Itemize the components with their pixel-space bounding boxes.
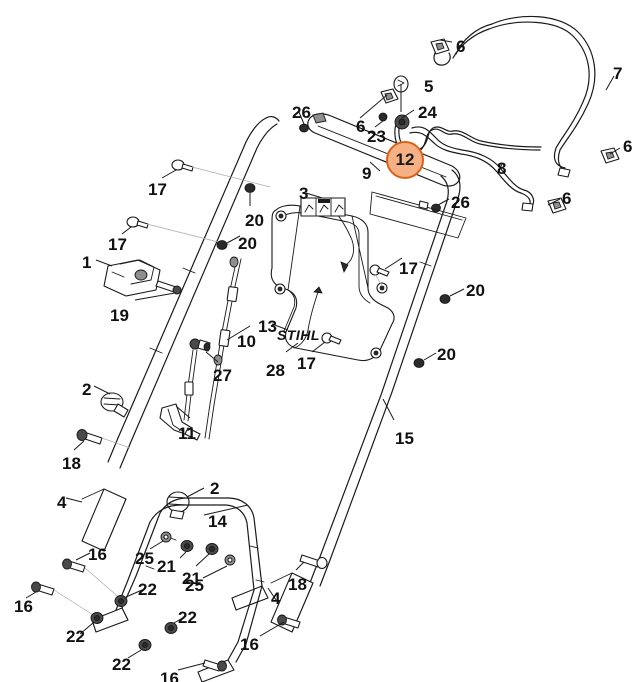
callout-20[interactable]: 20 (466, 281, 485, 300)
callout-2[interactable]: 2 (82, 380, 92, 399)
callout-15[interactable]: 15 (395, 429, 414, 448)
nut-20-c (439, 288, 465, 304)
nut-20-d (413, 352, 437, 368)
bolt-16-c (177, 659, 227, 672)
callout-6[interactable]: 6 (562, 189, 572, 208)
eyelet-17-d (311, 332, 342, 353)
highlight-badge-label: 12 (395, 150, 415, 169)
callout-10[interactable]: 10 (237, 332, 256, 351)
nut-22-c (164, 615, 187, 634)
callout-23[interactable]: 23 (367, 127, 386, 146)
callout-28[interactable]: 28 (266, 361, 285, 380)
callout-25[interactable]: 25 (185, 576, 204, 595)
callout-4[interactable]: 4 (57, 493, 67, 512)
eyelet-17-a (161, 159, 271, 188)
connector-27 (183, 338, 219, 422)
callout-16[interactable]: 16 (88, 545, 107, 564)
part-26-nut-left (298, 111, 309, 133)
callout-20[interactable]: 20 (437, 345, 456, 364)
callout-16[interactable]: 16 (240, 635, 259, 654)
nut-22-d (127, 639, 152, 659)
callout-20[interactable]: 20 (238, 234, 257, 253)
handle-tube-left (107, 115, 280, 469)
screw-19 (134, 280, 182, 301)
stihl-brand-label: STIHL (277, 327, 320, 343)
callout-21[interactable]: 21 (157, 557, 176, 576)
cable-7 (452, 15, 596, 178)
callout-7[interactable]: 7 (613, 64, 623, 83)
handlebar-upper-9 (307, 112, 461, 187)
callout-26[interactable]: 26 (292, 103, 311, 122)
bolt-16-a (62, 552, 123, 601)
part-24-nut (394, 114, 410, 130)
washer-25-b (202, 554, 236, 579)
part-23-nut (378, 112, 388, 122)
callout-17[interactable]: 17 (297, 354, 316, 373)
callout-6[interactable]: 6 (356, 117, 366, 136)
bolt-18-left (73, 429, 131, 451)
nut-20-b (216, 235, 241, 250)
control-rod-10 (204, 256, 251, 440)
knob-2-upper-left (93, 385, 129, 418)
callout-27[interactable]: 27 (213, 366, 232, 385)
callout-17[interactable]: 17 (108, 235, 127, 254)
clip-6-left (380, 88, 399, 104)
callout-4[interactable]: 4 (271, 589, 281, 608)
callout-17[interactable]: 17 (148, 180, 167, 199)
grip-4-left (65, 488, 127, 552)
part-5-grommet (393, 75, 409, 112)
callout-16[interactable]: 16 (14, 597, 33, 616)
callout-9[interactable]: 9 (362, 164, 372, 183)
callout-1[interactable]: 1 (82, 253, 92, 272)
highlight-badge-12[interactable]: 12 (386, 141, 424, 179)
callout-22[interactable]: 22 (138, 580, 157, 599)
callout-17[interactable]: 17 (399, 259, 418, 278)
callout-13[interactable]: 13 (258, 317, 277, 336)
callout-8[interactable]: 8 (497, 159, 507, 178)
callout-21[interactable]: 21 (182, 569, 201, 588)
callout-18[interactable]: 18 (288, 575, 307, 594)
nut-20-a (244, 183, 256, 206)
knob-2-lower (166, 487, 205, 520)
clip-6-right-lower (547, 197, 567, 214)
part-26-nut-right (431, 198, 450, 213)
nut-22-b (79, 612, 104, 635)
clip-6-top (430, 38, 451, 66)
callout-22[interactable]: 22 (66, 627, 85, 646)
safety-decal-3 (300, 197, 346, 217)
callout-18[interactable]: 18 (62, 454, 81, 473)
eyelet-17-c (369, 257, 403, 287)
callout-14[interactable]: 14 (208, 512, 227, 531)
eyelet-17-b (121, 216, 231, 246)
nut-22-a (114, 589, 143, 607)
callout-19[interactable]: 19 (110, 306, 129, 325)
callout-26[interactable]: 26 (451, 193, 470, 212)
bolt-18-right (295, 554, 328, 571)
rear-plate (369, 191, 467, 239)
bolt-16-d (259, 614, 301, 637)
callout-22[interactable]: 22 (112, 655, 131, 674)
nut-21-b (195, 543, 219, 567)
callout-20[interactable]: 20 (245, 211, 264, 230)
callout-2[interactable]: 2 (210, 479, 220, 498)
console-panel-13 (270, 204, 395, 362)
nut-21-a (179, 540, 194, 559)
callout-6[interactable]: 6 (456, 37, 466, 56)
bracket-1 (95, 259, 161, 297)
callout-3[interactable]: 3 (299, 184, 309, 203)
bolt-16-b (25, 581, 99, 619)
washer-25-a (149, 531, 172, 550)
callout-5[interactable]: 5 (424, 77, 434, 96)
callout-25[interactable]: 25 (135, 549, 154, 568)
callout-16[interactable]: 16 (160, 669, 179, 682)
lever-11 (159, 403, 201, 441)
callout-6[interactable]: 6 (623, 137, 633, 156)
cable-8 (409, 126, 535, 212)
callout-22[interactable]: 22 (178, 608, 197, 627)
callout-11[interactable]: 11 (178, 424, 196, 443)
callout-24[interactable]: 24 (418, 103, 437, 122)
